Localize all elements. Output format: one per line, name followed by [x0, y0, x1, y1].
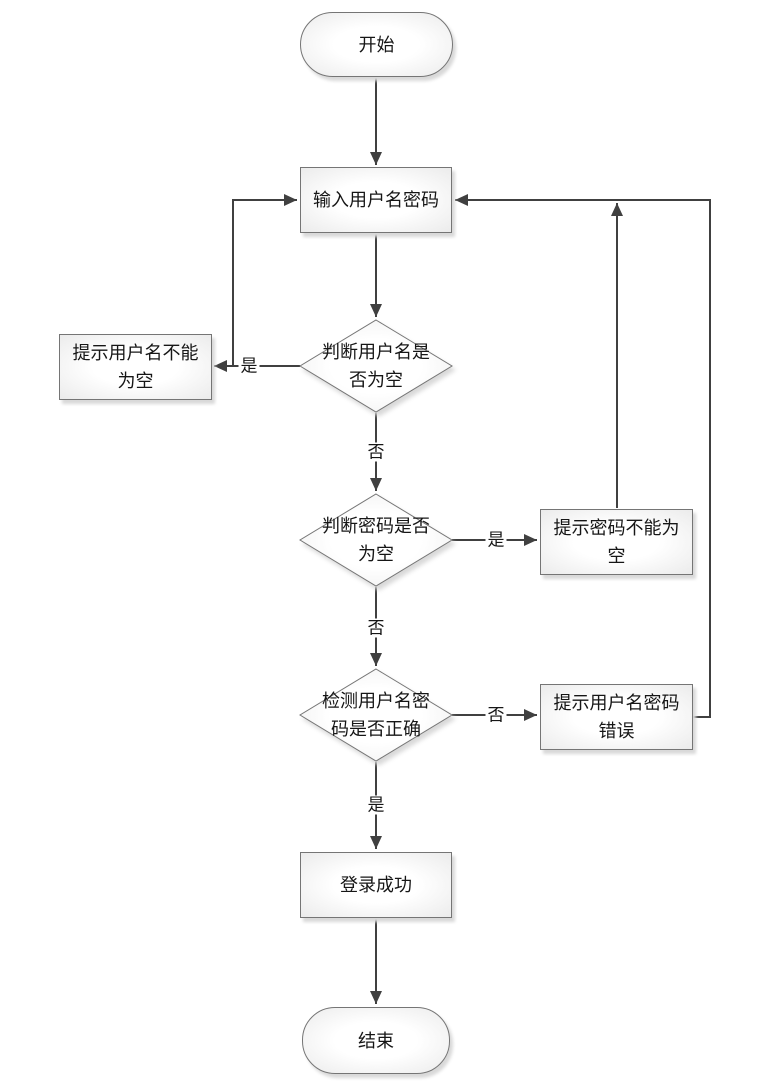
- node-prompt-username-empty: 提示用户名不能 为空: [59, 334, 212, 400]
- edge-label-credentials-wrong-no: 否: [485, 705, 507, 725]
- node-start-label: 开始: [358, 34, 395, 55]
- edge-prompt-username-back-to-input: [232, 194, 297, 366]
- node-prompt-password-empty: 提示密码不能为 空: [540, 509, 693, 575]
- edge-label-password-empty-yes: 是: [485, 530, 507, 550]
- node-end-label: 结束: [358, 1030, 394, 1051]
- node-check-password-empty-label: 判断密码是否 为空: [322, 516, 430, 564]
- edge-label-password-empty-no: 否: [365, 618, 387, 638]
- node-login-success: 登录成功: [300, 852, 452, 918]
- node-check-credentials-label: 检测用户名密 码是否正确: [322, 691, 430, 739]
- node-check-password-empty: 判断密码是否 为空: [298, 492, 454, 588]
- edge-label-username-empty-no: 否: [365, 442, 387, 462]
- node-start: 开始: [300, 12, 453, 77]
- edge-label-username-empty-yes: 是: [238, 356, 260, 376]
- node-prompt-credentials-error: 提示用户名密码 错误: [540, 684, 693, 750]
- node-check-username-empty-label: 判断用户名是 否为空: [322, 342, 430, 390]
- node-prompt-username-empty-label: 提示用户名不能 为空: [72, 343, 199, 391]
- node-login-success-label: 登录成功: [340, 875, 412, 895]
- node-input-credentials: 输入用户名密码: [300, 167, 452, 233]
- node-input-credentials-label: 输入用户名密码: [313, 190, 439, 210]
- node-prompt-password-empty-label: 提示密码不能为 空: [553, 518, 680, 566]
- node-check-credentials: 检测用户名密 码是否正确: [298, 667, 454, 763]
- edge-label-credentials-ok-yes: 是: [365, 795, 387, 815]
- node-check-username-empty: 判断用户名是 否为空: [298, 318, 454, 414]
- edge-prompt-error-back-to-input: [455, 194, 711, 718]
- decision-diamond-shape: [299, 319, 453, 413]
- node-end: 结束: [302, 1007, 450, 1074]
- decision-diamond-shape: [299, 493, 453, 587]
- decision-diamond-shape: [299, 668, 453, 762]
- node-prompt-credentials-error-label: 提示用户名密码 错误: [553, 693, 680, 741]
